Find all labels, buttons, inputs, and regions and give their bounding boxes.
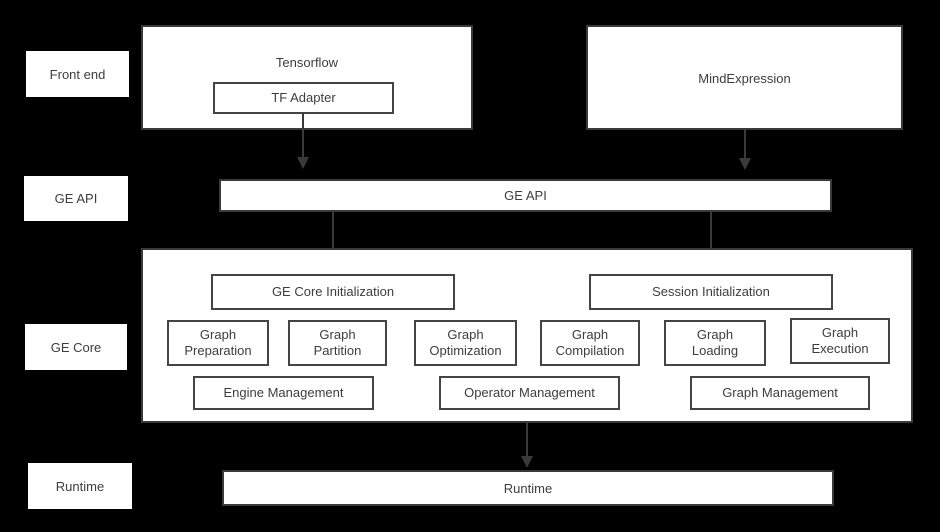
stage-box-graph-preparation: Graph Preparation	[167, 320, 269, 366]
stage-label-graph-preparation: Graph Preparation	[184, 326, 252, 358]
tensorflow-container	[141, 25, 473, 130]
layer-label-ge-core: GE Core	[25, 324, 127, 370]
stage-label-graph-compilation: Graph Compilation	[555, 326, 625, 358]
connector-ge-api-to-session-init	[710, 211, 712, 263]
ge-core-initialization-box: GE Core Initialization	[211, 274, 455, 310]
manager-label-graph-management: Graph Management	[722, 384, 838, 400]
mindexpression-title: MindExpression	[698, 71, 791, 86]
layer-label-runtime-text: Runtime	[55, 478, 105, 494]
layer-label-runtime: Runtime	[28, 463, 132, 509]
manager-label-engine-management: Engine Management	[223, 384, 344, 400]
connector-mindexpression-to-ge-api	[744, 130, 746, 162]
manager-box-graph-management: Graph Management	[690, 376, 870, 410]
manager-box-engine-management: Engine Management	[193, 376, 374, 410]
manager-box-operator-management: Operator Management	[439, 376, 620, 410]
connector-tf-adapter-to-ge-api	[302, 113, 304, 160]
stage-box-graph-partition: Graph Partition	[288, 320, 387, 366]
tensorflow-title: Tensorflow	[275, 55, 339, 70]
arrowhead-ge-core-to-runtime	[521, 456, 533, 468]
runtime-bar-label: Runtime	[503, 480, 553, 496]
stage-box-graph-loading: Graph Loading	[664, 320, 766, 366]
connector-ge-api-to-ge-core-init	[332, 211, 334, 263]
layer-label-front-end-text: Front end	[49, 66, 106, 82]
session-initialization-box: Session Initialization	[589, 274, 833, 310]
ge-api-bar-label: GE API	[504, 188, 547, 203]
stage-label-graph-execution: Graph Execution	[811, 324, 869, 356]
tf-adapter-label: TF Adapter	[271, 89, 336, 105]
ge-api-bar: GE API	[219, 179, 832, 212]
mindexpression-container	[586, 25, 903, 130]
tf-adapter-box: TF Adapter	[213, 82, 394, 114]
session-initialization-label: Session Initialization	[652, 283, 770, 299]
runtime-bar: Runtime	[222, 470, 834, 506]
stage-box-graph-compilation: Graph Compilation	[540, 320, 640, 366]
manager-label-operator-management: Operator Management	[464, 384, 595, 400]
layer-label-front-end: Front end	[26, 51, 129, 97]
stage-label-graph-partition: Graph Partition	[313, 326, 362, 358]
connector-ge-core-to-runtime	[526, 423, 528, 459]
stage-box-graph-execution: Graph Execution	[790, 318, 890, 364]
layer-label-ge-api: GE API	[24, 176, 128, 221]
layer-label-ge-api-text: GE API	[54, 191, 98, 206]
arrowhead-tf-adapter-to-ge-api	[297, 157, 309, 169]
arrowhead-mindexpression-to-ge-api	[739, 158, 751, 170]
layer-label-ge-core-text: GE Core	[50, 339, 102, 355]
stage-box-graph-optimization: Graph Optimization	[414, 320, 517, 366]
stage-label-graph-optimization: Graph Optimization	[429, 326, 502, 358]
stage-label-graph-loading: Graph Loading	[691, 326, 739, 358]
ge-core-initialization-label: GE Core Initialization	[271, 283, 395, 299]
